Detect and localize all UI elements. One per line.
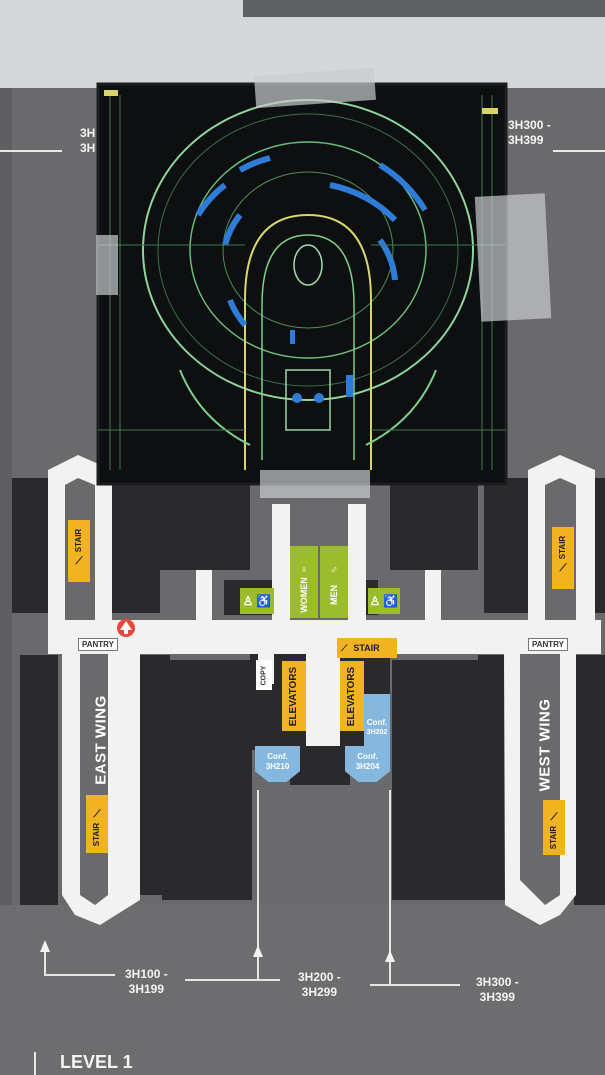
range-line: 3H199 <box>128 982 165 996</box>
bottom-range-1: 3H100 - 3H199 <box>125 967 168 997</box>
pantry-east: PANTRY <box>78 638 118 651</box>
stair-central: ⟋ STAIR <box>337 638 397 658</box>
accessible-icon: ♿ <box>383 594 399 608</box>
range-line: 3H200 - <box>298 970 341 984</box>
stair-icon: ⟋ <box>550 812 558 823</box>
stair-west-upper: STAIR ⟋ <box>552 527 574 589</box>
frame-bar <box>243 0 605 17</box>
direction-lines <box>34 790 460 1075</box>
range-line: 3H100 - <box>125 967 168 981</box>
conference-room-3h202: Conf. 3H202 <box>364 694 390 746</box>
arrow-up-icon <box>40 940 395 962</box>
elevator-label: ELEVATORS <box>288 666 300 726</box>
restroom-icon: ♙ <box>242 594 254 608</box>
range-line: 3H300 - <box>476 975 519 989</box>
corridors <box>48 455 601 925</box>
conf-line: 3H202 <box>366 729 388 736</box>
stair-icon: ⟋ <box>341 642 348 653</box>
stair-west-lower: ⟋ STAIR <box>543 800 565 855</box>
women-label: WOMEN <box>299 577 309 613</box>
room-blocks <box>12 478 605 905</box>
stair-icon: ⟋ <box>559 562 567 574</box>
restroom-icon: ♀ <box>299 564 309 576</box>
stair-east-upper: STAIR ⟋ <box>68 520 90 582</box>
conference-room-3h210: Conf. 3H210 <box>255 746 300 782</box>
range-line: 3H399 <box>479 990 516 1004</box>
copy-label: COPY <box>260 665 268 685</box>
restroom-icon: ♂ <box>329 564 339 576</box>
elevator-right: ELEVATORS <box>340 661 364 731</box>
accessible-restroom-left: ♙ ♿ <box>240 588 274 614</box>
stair-icon: ⟋ <box>75 555 83 567</box>
conf-line: Conf. <box>267 752 288 761</box>
stair-label: STAIR <box>353 643 380 653</box>
bottom-range-3: 3H300 - 3H399 <box>476 975 519 1005</box>
stair-label: STAIR <box>92 822 102 846</box>
stair-label: STAIR <box>549 825 559 850</box>
top-range-right: 3H300 - 3H399 <box>508 118 551 148</box>
stair-label: STAIR <box>74 528 84 552</box>
east-wing-label: EAST WING <box>92 695 110 785</box>
women-restroom: ♀ WOMEN <box>290 546 318 618</box>
top-range-left: 3H 3H <box>80 126 95 156</box>
range-line: 3H <box>80 141 96 155</box>
conference-room-3h204: Conf. 3H204 <box>345 746 390 782</box>
bottom-range-2: 3H200 - 3H299 <box>298 970 341 1000</box>
blueprint-poster <box>96 67 552 498</box>
stair-label: STAIR <box>558 535 568 559</box>
men-label: MEN <box>329 585 339 605</box>
range-line: 3H300 - <box>508 118 551 132</box>
copy-room: COPY <box>256 660 272 690</box>
men-restroom: ♂ MEN <box>320 546 348 618</box>
accessible-icon: ♿ <box>256 594 272 608</box>
conf-line: Conf. <box>357 752 378 761</box>
pantry-west: PANTRY <box>528 638 568 651</box>
range-line: 3H399 <box>508 133 544 147</box>
conf-line: Conf. <box>366 718 388 727</box>
accessible-restroom-right: ♙ ♿ <box>368 588 400 614</box>
range-line: 3H <box>80 126 96 140</box>
elevator-left: ELEVATORS <box>282 661 306 731</box>
you-are-here-icon <box>117 619 135 637</box>
conf-line: 3H204 <box>355 762 380 771</box>
stair-icon: ⟋ <box>93 808 101 820</box>
restroom-icon: ♙ <box>369 594 381 608</box>
level-label: LEVEL 1 <box>60 1052 133 1072</box>
stair-east-lower: ⟋ STAIR <box>86 795 108 853</box>
elevator-label: ELEVATORS <box>346 666 358 726</box>
west-wing-label: WEST WING <box>536 698 554 792</box>
range-line: 3H299 <box>301 985 338 999</box>
conf-line: 3H210 <box>265 762 290 771</box>
